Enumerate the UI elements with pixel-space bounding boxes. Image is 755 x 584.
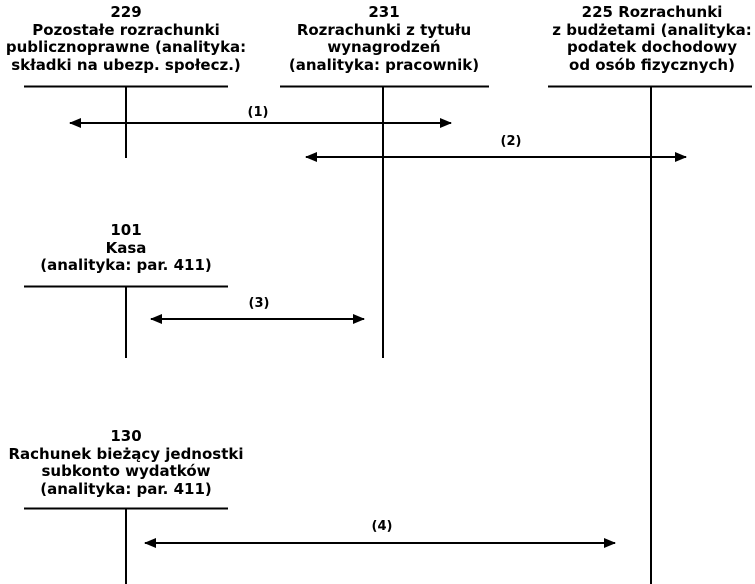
account-231-number: 231: [368, 3, 400, 21]
account-231-line-1: Rozrachunki z tytułu: [296, 20, 472, 39]
account-130-line-3: (analityka: par. 411): [40, 479, 212, 498]
account-231-title: 231 Rozrachunki z tytułu wynagrodzeń (an…: [262, 3, 506, 74]
account-225-line-2: z budżetami (analityka:: [552, 20, 752, 39]
account-101-line-2: (analityka: par. 411): [40, 256, 212, 274]
arrow-1-label: (1): [248, 105, 269, 120]
account-101-number: 101: [110, 221, 142, 239]
arrow-4-label: (4): [372, 519, 393, 534]
account-229-line-2: publicznoprawne (analityka:: [5, 38, 247, 56]
account-229-line-1: Pozostałe rozrachunki: [32, 20, 220, 39]
arrow-3-label: (3): [249, 296, 270, 311]
account-130-line-2: subkonto wydatków: [41, 462, 211, 480]
account-225-line-3: podatek dochodowy: [566, 38, 738, 56]
account-225-line-4: od osób fizycznych): [569, 55, 735, 74]
account-231-line-2: wynagrodzeń: [327, 38, 441, 56]
account-229-number: 229: [110, 3, 142, 21]
arrow-2-label: (2): [501, 134, 522, 149]
account-225-title: 225 Rozrachunki z budżetami (analityka: …: [530, 3, 755, 74]
account-231-line-3: (analityka: pracownik): [288, 55, 480, 74]
account-101-line-1: Kasa: [105, 238, 147, 257]
account-225-line-1: 225 Rozrachunki: [581, 3, 723, 21]
account-101-title: 101 Kasa (analityka: par. 411): [4, 221, 248, 275]
account-229-line-3: składki na ubezp. społecz.): [11, 55, 241, 74]
account-130-title: 130 Rachunek bieżący jednostki subkonto …: [4, 427, 248, 498]
account-130-number: 130: [110, 427, 142, 445]
account-130-line-1: Rachunek bieżący jednostki: [8, 444, 244, 463]
account-229-title: 229 Pozostałe rozrachunki publicznoprawn…: [4, 3, 248, 74]
